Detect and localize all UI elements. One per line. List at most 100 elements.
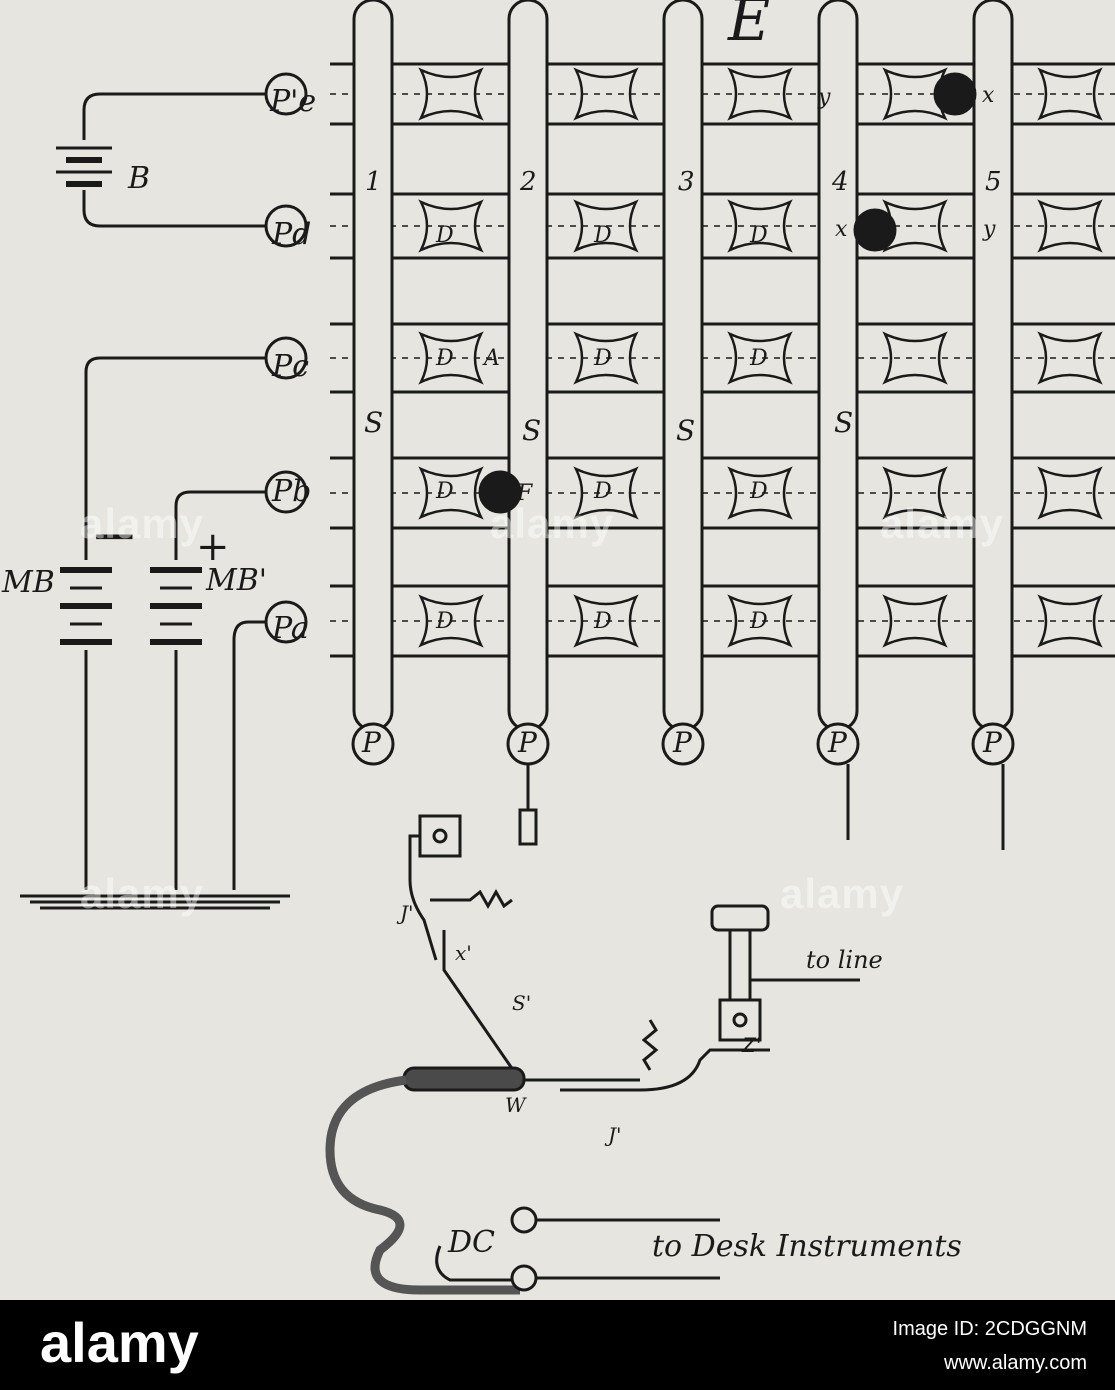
- disc-label: D: [593, 346, 612, 371]
- connector-disc: [882, 594, 948, 648]
- column-label-4: 4: [831, 167, 849, 197]
- column-label-5: 5: [985, 167, 1002, 197]
- battery-b-label: B: [127, 161, 150, 196]
- label-j-lower: J': [604, 1123, 622, 1147]
- watermark-right: alamy: [880, 500, 1005, 547]
- connector-disc: [418, 199, 484, 253]
- connector-disc: [1037, 199, 1103, 253]
- column-strip: [352, 0, 394, 732]
- column-plate: [971, 722, 1015, 766]
- spring-coil: [430, 888, 513, 910]
- jack-screw-head: [710, 904, 770, 932]
- plug-block: [418, 814, 462, 858]
- dc-loop: [435, 1245, 520, 1282]
- connector-disc: [573, 199, 639, 253]
- bottom-plate-3: P: [672, 726, 693, 759]
- connector-disc: [727, 331, 793, 385]
- column-strip: [972, 0, 1014, 732]
- label-f: F: [516, 481, 533, 506]
- column-strip: [662, 0, 704, 732]
- column-label-1: 1: [365, 167, 382, 197]
- disc-label: D: [435, 609, 454, 634]
- minus-sign: −: [90, 501, 139, 569]
- wire-b-bottom: [82, 190, 266, 228]
- spring-j: [408, 834, 438, 961]
- connector-disc: [882, 466, 948, 520]
- plug-marker: [853, 208, 897, 252]
- row-plate-c: Pc: [271, 349, 309, 384]
- stock-banner: alamy Image ID: 2CDGGNM www.alamy.com: [0, 1300, 1115, 1390]
- plug-screw: [518, 808, 538, 846]
- connector-disc: [1037, 67, 1103, 121]
- plus-sign: +: [196, 524, 230, 570]
- watermark-center: alamy: [490, 500, 615, 547]
- jack-screw-stem: [728, 928, 752, 1002]
- watermark-left-2: alamy: [80, 870, 205, 917]
- plug-arm-s: [442, 930, 640, 1082]
- watermark-right-2: alamy: [780, 870, 905, 917]
- connector-disc: [727, 67, 793, 121]
- strip-label-4: S: [834, 406, 853, 439]
- row-plate-b: Pb: [271, 474, 311, 509]
- wire-mb: [84, 356, 266, 560]
- plug-cord: [325, 1075, 520, 1295]
- diagram-canvas: E 1 2 3 4 5 P'e Pd Pc Pb Pa P P P P P D …: [0, 0, 1115, 1300]
- dc-terminal-top: [510, 1206, 538, 1234]
- label-y-row-e: y: [817, 85, 831, 110]
- label-x-prime: x': [455, 941, 472, 965]
- column-strip: [507, 0, 549, 732]
- column-label-3: 3: [678, 167, 695, 197]
- strip-label-3: S: [676, 414, 695, 447]
- label-s-prime: S': [512, 991, 531, 1015]
- label-z-prime: Z': [741, 1033, 761, 1057]
- plug-marker: [478, 470, 522, 514]
- frame-label: E: [727, 0, 770, 54]
- column-plate: [816, 722, 860, 766]
- disc-label: D: [749, 609, 768, 634]
- connector-disc: [573, 331, 639, 385]
- connector-disc: [882, 331, 948, 385]
- wire-earth: [232, 620, 266, 890]
- battery-mb-label: MB: [1, 565, 55, 600]
- battery-mb2-label: MB': [205, 563, 267, 598]
- connector-disc: [727, 594, 793, 648]
- banner-info: Image ID: 2CDGGNM www.alamy.com: [893, 1312, 1087, 1380]
- wire-mb2: [174, 490, 266, 560]
- to-line-label: to line: [806, 946, 883, 974]
- connector-disc: [418, 466, 484, 520]
- connector-disc: [1037, 594, 1103, 648]
- column-plate: [661, 722, 705, 766]
- disc-label: D: [749, 223, 768, 248]
- disc-label: D: [593, 223, 612, 248]
- strip-label-2: S: [522, 414, 541, 447]
- connector-disc: [573, 67, 639, 121]
- label-y-row-d: y: [982, 217, 996, 242]
- wire-b-top: [82, 92, 266, 140]
- switchboard-diagram: E 1 2 3 4 5 P'e Pd Pc Pb Pa P P P P P D …: [1, 0, 1115, 1295]
- disc-label: D: [749, 479, 768, 504]
- connector-disc: [1037, 331, 1103, 385]
- label-w: W: [505, 1093, 527, 1117]
- connector-disc: [727, 199, 793, 253]
- connector-disc: [418, 594, 484, 648]
- bottom-plate-2: P: [517, 726, 538, 759]
- connector-disc: [418, 331, 484, 385]
- column-label-2: 2: [519, 167, 537, 197]
- plug-marker: [933, 72, 977, 116]
- disc-label: D: [593, 609, 612, 634]
- row-plate-a: Pa: [271, 611, 309, 646]
- row-plate-d: Pd: [271, 217, 311, 252]
- label-x-row-e: x: [982, 83, 995, 108]
- row-plate-e: P'e: [269, 84, 316, 119]
- plug-sleeve: [402, 1066, 526, 1092]
- bottom-plate-5: P: [982, 726, 1003, 759]
- connector-disc: [573, 466, 639, 520]
- to-desk-label: to Desk Instruments: [652, 1229, 962, 1264]
- disc-label: D: [435, 346, 454, 371]
- dc-terminal-bottom: [510, 1264, 538, 1292]
- jack-hole: [732, 1012, 748, 1028]
- column-plate: [351, 722, 395, 766]
- connector-disc: [1037, 466, 1103, 520]
- label-j-upper: J': [396, 901, 414, 925]
- connector-disc: [573, 594, 639, 648]
